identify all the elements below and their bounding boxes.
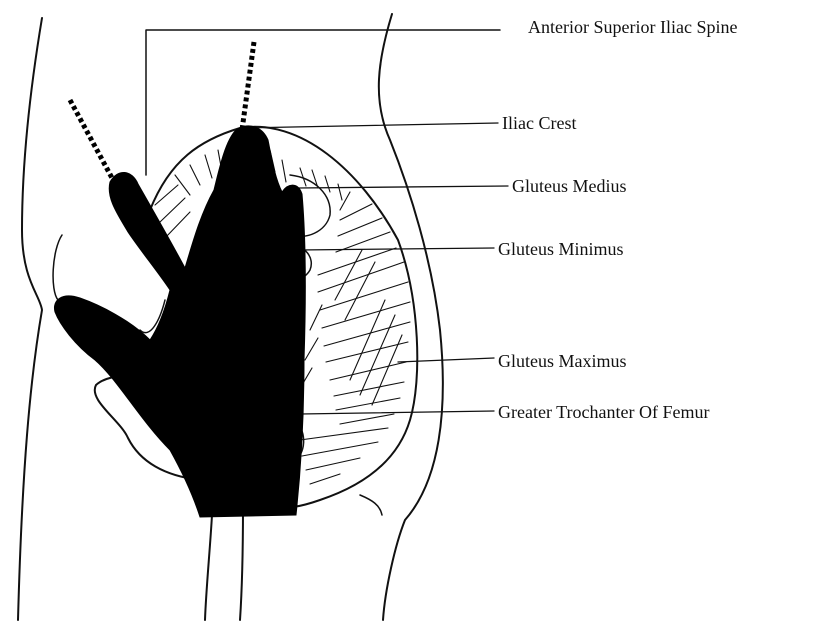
body-outline-left (18, 18, 42, 620)
pointer-iliac-crest (240, 123, 498, 128)
pointer-gluteus-maximus (398, 358, 494, 362)
label-gluteus-minimus: Gluteus Minimus (498, 240, 624, 258)
label-anterior-superior-iliac-spine: Anterior Superior Iliac Spine (528, 18, 737, 36)
label-iliac-crest: Iliac Crest (502, 114, 576, 132)
label-gluteus-maximus: Gluteus Maximus (498, 352, 627, 370)
asis-box-line (146, 30, 500, 175)
label-greater-trochanter: Greater Trochanter Of Femur (498, 403, 709, 421)
pointer-greater-trochanter (300, 411, 494, 414)
femur-line-right (240, 505, 243, 620)
hand-silhouette (54, 126, 305, 517)
thigh-crease (360, 495, 382, 515)
body-outline-right (379, 14, 443, 620)
femur-line-left (205, 515, 212, 620)
pointer-gluteus-medius (298, 186, 508, 188)
body-inner-line (53, 235, 62, 300)
label-gluteus-medius: Gluteus Medius (512, 177, 627, 195)
index-direction-marker (70, 100, 112, 178)
middle-direction-marker (242, 42, 254, 130)
